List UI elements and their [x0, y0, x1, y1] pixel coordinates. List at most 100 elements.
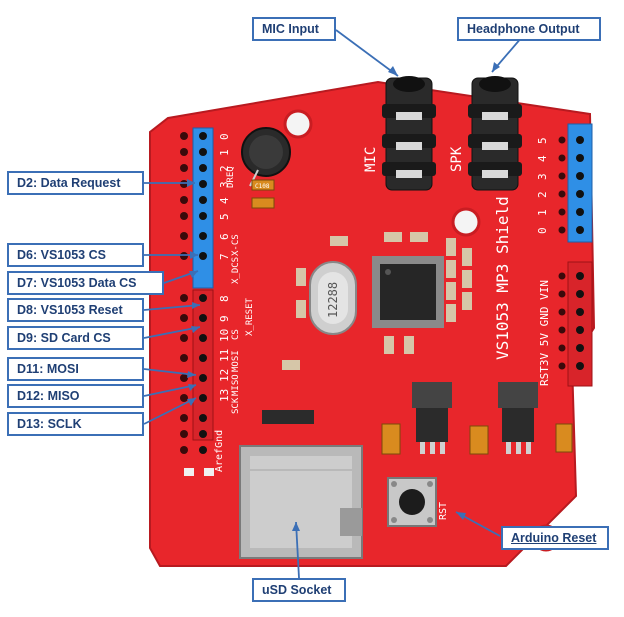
jack-mic-label: MIC — [363, 147, 379, 172]
header-pin — [576, 172, 584, 180]
header-pin — [576, 326, 584, 334]
callout-arrowheads — [187, 62, 500, 531]
pin-number: 5 — [218, 213, 231, 220]
xreset-label: X_RESET — [245, 297, 255, 336]
pin-hole — [558, 172, 566, 180]
left-header-holes — [199, 132, 207, 454]
callout-usd-socket: uSD Socket — [252, 578, 346, 602]
pin-hole — [180, 446, 188, 454]
header-pin — [576, 154, 584, 162]
vs1053-chip — [372, 256, 444, 328]
pin-number: 4 — [536, 155, 549, 162]
capacitor — [555, 423, 573, 453]
reset-button — [387, 477, 437, 527]
callout-d8-vs1053-reset: D8: VS1053 Reset — [7, 298, 144, 322]
header-pin — [576, 308, 584, 316]
crystal-label: 12288 — [326, 282, 340, 318]
header-pin — [576, 190, 584, 198]
pin-number: 3 — [218, 181, 231, 188]
microphone-capsule — [241, 127, 291, 187]
header-pin — [199, 252, 207, 260]
capacitor — [251, 179, 275, 191]
header-pin — [199, 430, 207, 438]
pin-hole — [180, 252, 188, 260]
capacitor — [251, 197, 275, 209]
pin-number: 1 — [536, 209, 549, 216]
pin-number: 0 — [536, 227, 549, 234]
pin-hole — [558, 208, 566, 216]
xcs-label: X-CS — [231, 234, 241, 256]
header-pin — [576, 136, 584, 144]
pin-number: 2 — [218, 165, 231, 172]
xdcs-label: X_DCS — [231, 257, 241, 284]
header-pin — [199, 374, 207, 382]
header-pin — [576, 362, 584, 370]
pin-hole — [558, 344, 566, 352]
pin-hole — [558, 190, 566, 198]
pin-hole — [558, 226, 566, 234]
pin-number: 2 — [536, 191, 549, 198]
led — [204, 468, 214, 476]
header-pin — [199, 414, 207, 422]
pin-number: 10 — [218, 329, 231, 342]
callout-d7-vs1053-data-cs: D7: VS1053 Data CS — [7, 271, 164, 295]
dreq-label: DREQ — [226, 166, 236, 188]
crystal-oscillator — [309, 261, 357, 335]
mic-jack — [382, 76, 436, 191]
pin-hole — [180, 196, 188, 204]
led — [184, 468, 194, 476]
capacitor — [469, 425, 489, 455]
header-pin — [199, 314, 207, 322]
callout-d11-mosi: D11: MOSI — [7, 357, 144, 381]
pin-hole — [558, 136, 566, 144]
pin-number: 5 — [536, 137, 549, 144]
capacitor — [381, 423, 401, 455]
pin-hole — [180, 148, 188, 156]
pin-hole — [180, 354, 188, 362]
cs-label: CS — [231, 329, 241, 340]
pin-hole — [558, 272, 566, 280]
header-pin — [576, 272, 584, 280]
header-pin — [199, 148, 207, 156]
pin-number: 6 — [218, 233, 231, 240]
pin-number: 13 — [218, 389, 231, 402]
right-header-blue — [567, 123, 593, 243]
callout-d6-vs1053-cs: D6: VS1053 CS — [7, 243, 144, 267]
callout-connectors — [143, 29, 529, 579]
rst-label: RST — [438, 502, 449, 520]
header-pin — [576, 226, 584, 234]
jack-spk-label: SPK — [449, 146, 465, 172]
pin-number: 7 — [218, 253, 231, 260]
header-pin — [576, 290, 584, 298]
passive-components — [282, 232, 472, 370]
header-pin — [199, 354, 207, 362]
pin-number: 1 — [218, 149, 231, 156]
header-pin — [199, 446, 207, 454]
header-pin — [199, 132, 207, 140]
callout-d13-sclk: D13: SCLK — [7, 412, 144, 436]
header-pin — [199, 180, 207, 188]
pin-number: 0 — [218, 133, 231, 140]
cap-label: C108 — [255, 183, 270, 190]
mounting-hole — [283, 109, 313, 139]
pin-number: 9 — [218, 315, 231, 322]
small-ic — [262, 410, 314, 424]
pin-number: 3 — [536, 173, 549, 180]
callout-d2-data-request: D2: Data Request — [7, 171, 144, 195]
sck-label: SCK — [231, 397, 241, 414]
pin-hole — [180, 294, 188, 302]
pin-hole — [180, 430, 188, 438]
pin-hole — [180, 394, 188, 402]
pin-hole — [180, 314, 188, 322]
pin-number: 11 — [218, 349, 231, 362]
callout-d9-sd-card-cs: D9: SD Card CS — [7, 326, 144, 350]
callout-mic-input: MIC Input — [252, 17, 336, 41]
voltage-regulator — [412, 382, 452, 454]
pin-hole — [558, 326, 566, 334]
header-pin — [576, 344, 584, 352]
pin-hole — [180, 414, 188, 422]
miso-label: MISO — [231, 374, 241, 396]
arefgnd-label: ArefGnd — [214, 430, 225, 472]
callout-headphone-output: Headphone Output — [457, 17, 601, 41]
